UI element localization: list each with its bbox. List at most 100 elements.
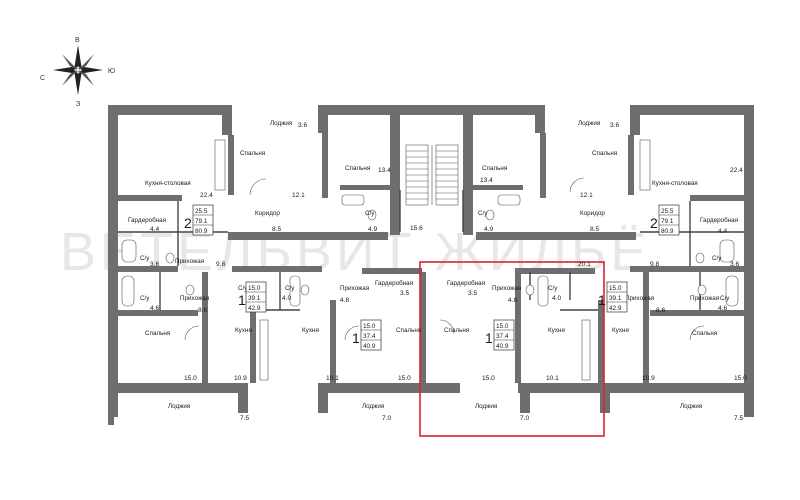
apartment-info-box[interactable]: 2 25.5 79.1 80.9 xyxy=(650,204,680,236)
room-label: Прихожая xyxy=(175,258,204,265)
apartment-info-box[interactable]: 1 15.0 39.1 42.9 xyxy=(598,281,628,313)
living-area: 15.0 xyxy=(248,285,261,292)
room-area: 4.4 xyxy=(718,228,727,235)
total-area: 79.1 xyxy=(661,218,674,225)
room-area: 4.9 xyxy=(484,226,493,233)
room-label: Лоджия xyxy=(270,120,292,127)
rooms-count: 1 xyxy=(352,330,360,346)
bathtub-icon xyxy=(341,194,365,206)
room-label: Прихожая xyxy=(492,285,521,292)
total-area: 39.1 xyxy=(609,295,622,302)
room-area: 22.4 xyxy=(200,192,213,199)
room-area: 3.6 xyxy=(298,122,307,129)
toilet-icon xyxy=(165,252,175,264)
room-label: Спальня xyxy=(592,150,617,157)
room-label: Спальня xyxy=(145,330,170,337)
room-label: Прихожая xyxy=(625,295,654,302)
rooms-count: 1 xyxy=(238,292,246,308)
room-label: С/у xyxy=(140,295,150,302)
rooms-count: 1 xyxy=(485,330,493,346)
room-area: 8.6 xyxy=(656,307,665,314)
room-area: 4.0 xyxy=(282,295,291,302)
bathtub-icon xyxy=(497,194,521,206)
rooms-count: 2 xyxy=(184,215,192,231)
room-area: 4.0 xyxy=(552,295,561,302)
bathtub-icon xyxy=(725,275,739,307)
room-label: Спальня xyxy=(692,330,717,337)
compass-south: З xyxy=(76,101,80,108)
room-area: 9.8 xyxy=(650,261,659,268)
rooms-count: 2 xyxy=(650,215,658,231)
room-label: Спальня xyxy=(396,327,421,334)
room-area: 3.6 xyxy=(730,261,739,268)
selected-apartment-highlight[interactable] xyxy=(419,261,605,437)
room-area: 9.8 xyxy=(216,261,225,268)
apartment-info-box[interactable]: 1 15.0 37.4 40.9 xyxy=(352,319,382,351)
outer-walls xyxy=(108,105,754,425)
stairwell xyxy=(405,144,459,206)
room-labels: Лоджия Спальня Кухня-столовая Спальня Ко… xyxy=(128,120,738,410)
room-area: 4.4 xyxy=(150,226,159,233)
room-area: 3.5 xyxy=(400,290,409,297)
room-label: Гардеробная xyxy=(700,216,738,224)
room-area: 8.5 xyxy=(590,226,599,233)
apartment-info-box[interactable]: 1 15.0 37.4 40.9 xyxy=(485,319,515,351)
room-label: С/у xyxy=(365,210,375,217)
kitchen-counter-icon xyxy=(214,139,226,191)
room-area: 3.6 xyxy=(150,261,159,268)
room-area: 15.0 xyxy=(734,375,747,382)
room-label: Спальня xyxy=(444,327,469,334)
room-area: 13.4 xyxy=(480,177,493,184)
room-area: 15.0 xyxy=(184,375,197,382)
room-label: Кухня xyxy=(612,327,629,334)
room-area: 3.6 xyxy=(610,122,619,129)
total-area-with-loggia: 80.9 xyxy=(661,228,674,235)
room-label: С/у xyxy=(712,255,722,262)
toilet-icon xyxy=(485,209,495,221)
living-area: 15.0 xyxy=(363,323,376,330)
room-area: 13.4 xyxy=(378,167,391,174)
room-label: Гардеробная xyxy=(128,216,166,224)
door-swings xyxy=(184,177,705,341)
room-area: 7.0 xyxy=(520,415,529,422)
room-area: 7.0 xyxy=(382,415,391,422)
room-areas: 3.6 22.4 12.1 13.4 8.5 4.4 4.9 15.6 3.6 … xyxy=(150,122,747,422)
room-label: Кухня-столовая xyxy=(145,180,191,187)
room-area: 12.1 xyxy=(580,192,593,199)
room-label: С/у xyxy=(140,255,150,262)
living-area: 25.5 xyxy=(661,208,674,215)
compass-rose-icon: В С Ю З xyxy=(40,37,115,108)
room-label: Кухня xyxy=(302,327,319,334)
room-area: 8.5 xyxy=(272,226,281,233)
room-area: 10.9 xyxy=(234,375,247,382)
bathtub-icon xyxy=(537,275,549,307)
fixtures xyxy=(121,139,739,381)
toilet-icon xyxy=(367,209,377,221)
compass-north: В xyxy=(75,37,80,44)
room-label: Прихожая xyxy=(180,295,209,302)
kitchen-counter-icon xyxy=(259,319,269,381)
room-label: С/у xyxy=(478,210,488,217)
room-area: 20.1 xyxy=(578,261,591,268)
living-area: 25.5 xyxy=(195,208,208,215)
room-area: 3.5 xyxy=(468,290,477,297)
kitchen-counter-icon xyxy=(639,139,651,191)
room-area: 4.8 xyxy=(340,297,349,304)
room-area: 7.5 xyxy=(734,415,743,422)
room-label: С/у xyxy=(548,285,558,292)
room-area: 15.6 xyxy=(410,225,423,232)
room-area: 15.0 xyxy=(398,375,411,382)
compass-west: С xyxy=(40,75,45,82)
room-label: Спальня xyxy=(482,165,507,172)
total-area-with-loggia: 42.9 xyxy=(609,305,622,312)
toilet-icon xyxy=(300,284,310,296)
compass-east: Ю xyxy=(108,68,115,75)
rooms-count: 1 xyxy=(598,292,606,308)
room-label: С/у xyxy=(720,295,730,302)
room-label: Гардеробная xyxy=(375,279,413,287)
apartment-info-box[interactable]: 1 15.0 39.1 42.9 xyxy=(238,281,267,313)
room-area: 4.6 xyxy=(150,305,159,312)
total-area-with-loggia: 40.9 xyxy=(363,343,376,350)
apartment-info-box[interactable]: 2 25.5 79.1 80.9 xyxy=(184,204,214,236)
total-area: 37.4 xyxy=(363,333,376,340)
